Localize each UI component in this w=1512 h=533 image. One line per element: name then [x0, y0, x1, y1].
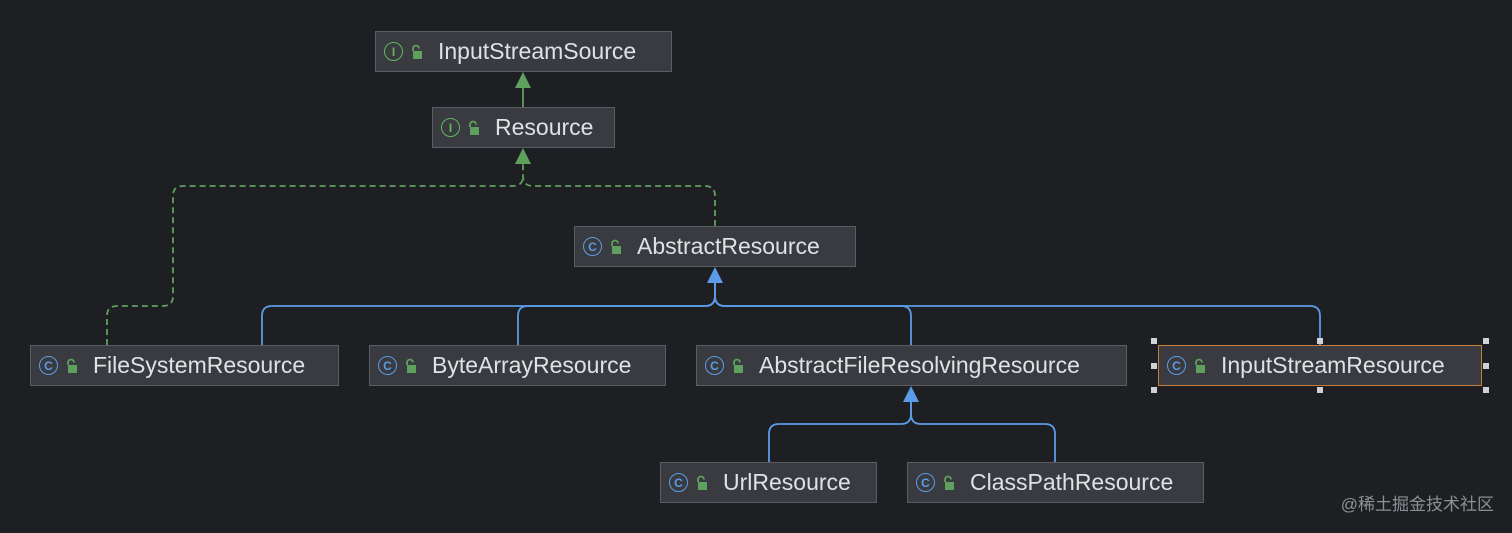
node-class-path-resource[interactable]: C ClassPathResource: [907, 462, 1204, 503]
edge-abstractfileresolvingresource-abstractresource: [714, 283, 912, 345]
edge-classpathresource-abstractfileresolvingresource: [910, 402, 1056, 462]
interface-icon: I: [441, 118, 460, 137]
node-label: InputStreamSource: [438, 38, 637, 64]
public-lock-icon: [935, 475, 970, 491]
arrowhead-implements: [515, 148, 531, 164]
arrowhead-extends: [515, 72, 531, 88]
public-lock-icon: [460, 120, 495, 136]
public-lock-icon: [397, 358, 432, 374]
node-file-system-resource[interactable]: C FileSystemResource: [30, 345, 339, 386]
arrowhead-extends: [707, 267, 723, 283]
node-input-stream-resource[interactable]: C InputStreamResource: [1158, 345, 1482, 386]
edge-urlresource-abstractfileresolvingresource: [768, 402, 912, 462]
class-icon: C: [705, 356, 724, 375]
class-icon: C: [916, 473, 935, 492]
public-lock-icon: [1186, 358, 1221, 374]
public-lock-icon: [58, 358, 93, 374]
node-input-stream-source[interactable]: I InputStreamSource: [375, 31, 672, 72]
edge-bytearrayresource-abstractresource: [517, 283, 716, 345]
class-icon: C: [378, 356, 397, 375]
edge-inputstreamresource-abstractresource: [714, 283, 1321, 345]
public-lock-icon: [688, 475, 723, 491]
node-label: Resource: [495, 114, 594, 140]
node-label: FileSystemResource: [93, 352, 306, 378]
selection-handle[interactable]: [1151, 338, 1157, 344]
class-icon: C: [583, 237, 602, 256]
node-byte-array-resource[interactable]: C ByteArrayResource: [369, 345, 666, 386]
selection-handle[interactable]: [1317, 387, 1323, 393]
node-label: ByteArrayResource: [432, 352, 632, 378]
edge-abstractresource-resource: [522, 164, 716, 226]
selection-handle[interactable]: [1151, 387, 1157, 393]
selection-handle[interactable]: [1483, 362, 1489, 369]
class-icon: C: [669, 473, 688, 492]
selection-handle[interactable]: [1483, 338, 1489, 344]
watermark: @稀土掘金技术社区: [1340, 495, 1494, 514]
interface-icon: I: [384, 42, 403, 61]
selection-handle[interactable]: [1151, 362, 1157, 369]
node-label: AbstractResource: [637, 233, 820, 259]
edge-filesystemresource-resource: [106, 175, 524, 345]
public-lock-icon: [724, 358, 759, 374]
node-label: ClassPathResource: [970, 469, 1174, 495]
node-url-resource[interactable]: C UrlResource: [660, 462, 877, 503]
node-abstract-resource[interactable]: C AbstractResource: [574, 226, 856, 267]
node-label: UrlResource: [723, 469, 851, 495]
node-label: AbstractFileResolvingResource: [759, 352, 1080, 378]
selection-handle[interactable]: [1483, 387, 1489, 393]
edge-filesystemresource-abstractresource: [261, 283, 716, 345]
selection-handle[interactable]: [1317, 338, 1323, 344]
public-lock-icon: [403, 44, 438, 60]
node-abstract-file-resolving-resource[interactable]: C AbstractFileResolvingResource: [696, 345, 1127, 386]
class-icon: C: [1167, 356, 1186, 375]
arrowhead-extends: [903, 386, 919, 402]
node-label: InputStreamResource: [1221, 352, 1445, 378]
class-icon: C: [39, 356, 58, 375]
public-lock-icon: [602, 239, 637, 255]
node-resource[interactable]: I Resource: [432, 107, 615, 148]
